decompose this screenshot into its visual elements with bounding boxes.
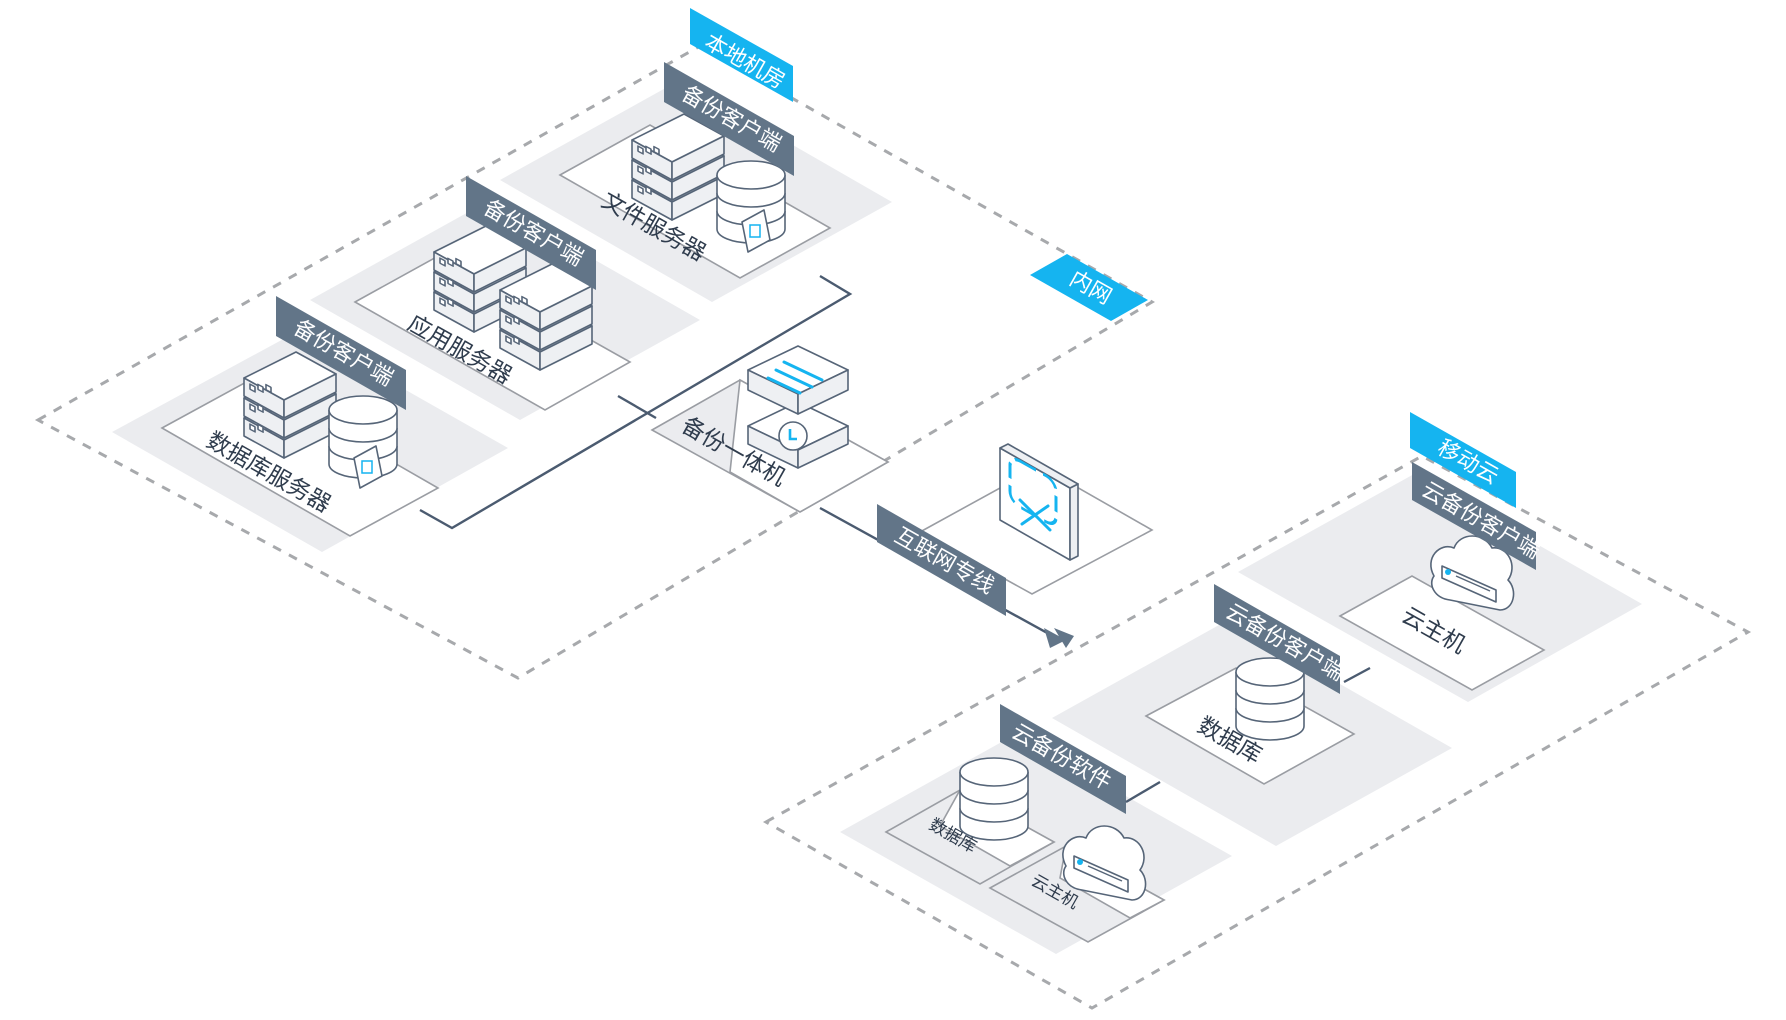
backup-appliance-node[interactable]: 备份一体机 <box>650 345 890 513</box>
gateway-icon <box>999 443 1079 561</box>
file-server-node[interactable]: 备份客户端 文件服务器 <box>500 62 892 302</box>
backup-appliance-icon <box>747 345 849 469</box>
mobile-cloud-boundary <box>762 454 1752 1010</box>
intranet-tag: 内网 <box>1030 254 1148 321</box>
database-icon <box>1235 657 1305 741</box>
appliance-branch-line <box>617 394 657 420</box>
app-server-node[interactable]: 备份客户端 应用服务器 <box>310 176 700 420</box>
local-datacenter-boundary <box>34 44 1155 680</box>
intranet-bus-line <box>419 274 853 530</box>
cloud-connector-line-2 <box>1125 780 1161 804</box>
file-doc-icon <box>353 445 383 489</box>
cloud-connector-line-1 <box>1343 666 1371 684</box>
file-doc-icon <box>741 209 771 253</box>
database-icon <box>959 757 1029 841</box>
